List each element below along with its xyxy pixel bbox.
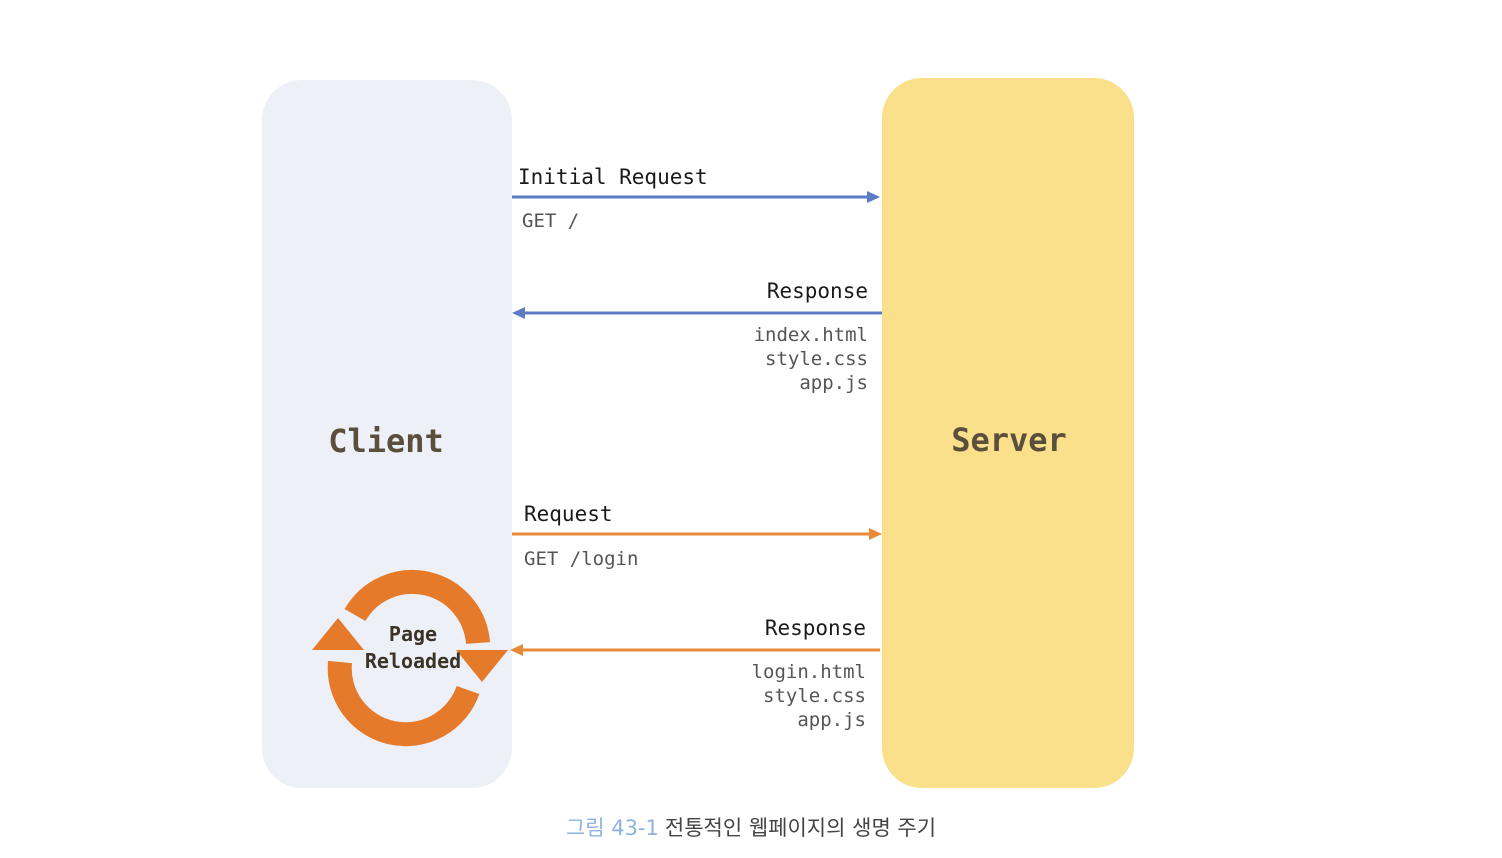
response-arrow-2 xyxy=(510,644,880,656)
request-arrow xyxy=(512,528,882,540)
response-arrow-1 xyxy=(512,307,882,319)
exchange-4-detail-2: style.css xyxy=(763,685,866,707)
client-title: Client xyxy=(328,422,444,460)
reload-label-line2: Reloaded xyxy=(364,649,462,673)
exchange-4-detail-3: app.js xyxy=(797,709,866,731)
exchange-2-detail-2: style.css xyxy=(765,348,868,370)
exchange-2-detail-1: index.html xyxy=(753,324,868,346)
server-box xyxy=(882,78,1134,788)
exchange-2-detail-3: app.js xyxy=(799,372,868,394)
exchange-2-label: Response xyxy=(766,279,868,303)
exchange-4-label: Response xyxy=(764,616,866,640)
reload-arrowheads xyxy=(312,618,508,682)
reload-label-line1: Page xyxy=(388,622,438,646)
figure-number: 그림 43-1 xyxy=(565,816,659,840)
figure-caption-text: 전통적인 웹페이지의 생명 주기 xyxy=(664,816,937,840)
client-box xyxy=(262,80,512,788)
exchange-3-detail: GET /login xyxy=(524,548,639,570)
exchange-3-label: Request xyxy=(524,502,613,526)
initial-request-arrow xyxy=(512,191,880,203)
reload-label: Page Reloaded xyxy=(353,621,473,675)
exchange-1-detail: GET / xyxy=(522,210,580,232)
reload-icon xyxy=(327,569,490,747)
exchange-4-detail-1: login.html xyxy=(751,661,866,683)
exchange-1-label: Initial Request xyxy=(518,165,708,189)
server-title: Server xyxy=(951,421,1067,459)
